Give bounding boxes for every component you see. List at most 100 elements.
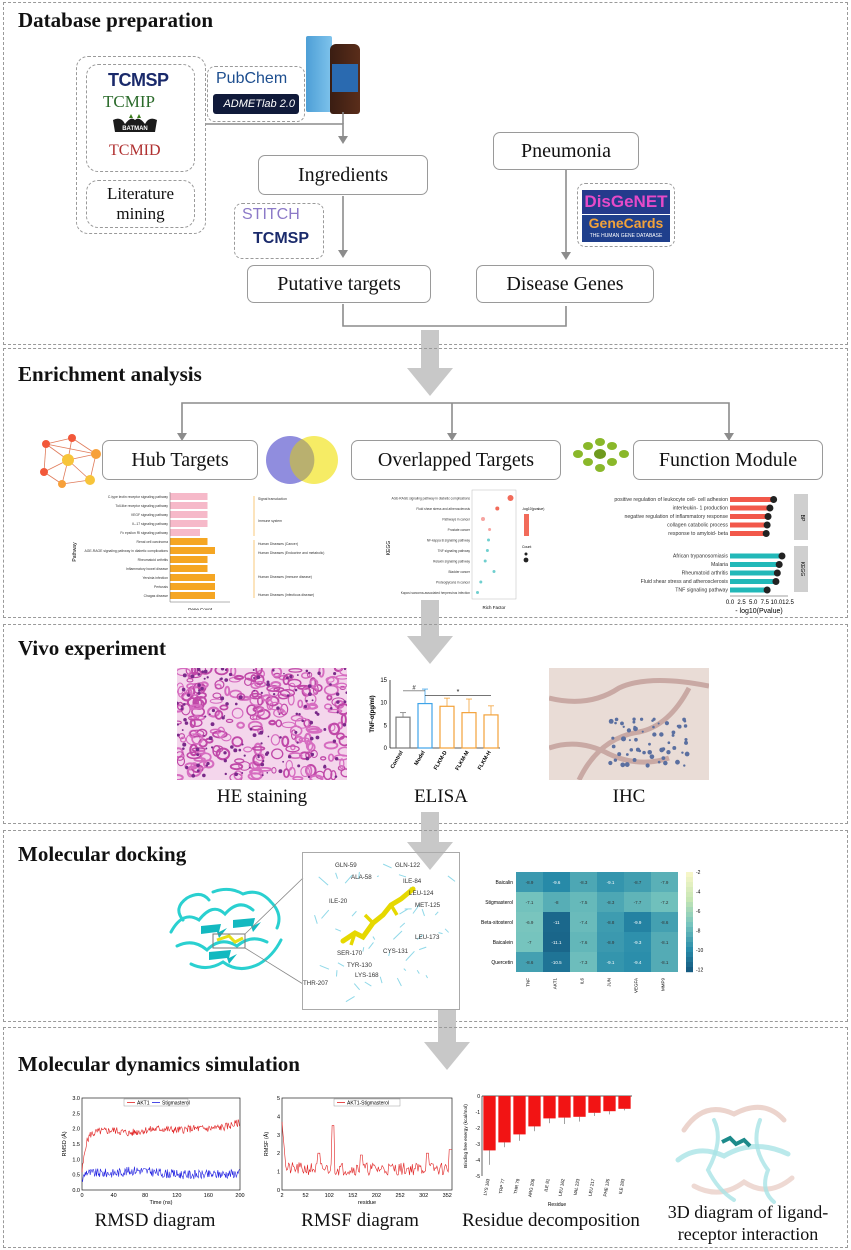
heatmap-cell [516, 872, 543, 892]
func-bar-label: negative regulation of inflammatory resp… [624, 514, 728, 520]
he-nucleus [336, 700, 340, 704]
database-group [76, 56, 206, 234]
he-nucleus [334, 757, 339, 761]
heatmap-row-label: Stigmasterol [485, 900, 513, 906]
dot-xlabel: Rich Factor [482, 605, 506, 610]
he-nucleus [329, 683, 332, 686]
stitch-group [234, 203, 324, 259]
binding-residue-stick [318, 876, 329, 886]
heatmap-legend-step [686, 967, 693, 973]
heatmap-legend-step [686, 962, 693, 968]
heatmap-value: -8.1 [661, 940, 669, 945]
he-cell [328, 722, 341, 736]
he-cell [177, 755, 186, 767]
heatmap-value: -11 [553, 920, 560, 925]
heatmap-cell [543, 912, 570, 932]
he-cell [288, 668, 303, 673]
ihc-nucleus [635, 747, 641, 752]
ihc-nucleus [684, 751, 690, 757]
he-cell [283, 768, 290, 779]
heatmap-value: -9.4 [634, 960, 642, 965]
stitch-logo: STITCH [242, 206, 300, 223]
he-cell [270, 734, 281, 746]
he-nucleus [195, 747, 200, 752]
heatmap-value: -8.3 [580, 880, 588, 885]
he-nucleus [252, 668, 255, 672]
func-bp-strip [794, 494, 808, 540]
func-bar-dot [763, 521, 771, 529]
ihc-nucleus [608, 760, 613, 766]
binding-residue-stick [319, 965, 330, 970]
binding-residue-stick [398, 874, 407, 878]
binding-residue-stick [335, 928, 342, 932]
dot-point [481, 517, 485, 521]
he-nucleus [305, 699, 308, 703]
tcmsp-logo-2: TCMSP [253, 230, 309, 247]
dot-label: Prostate cancer [448, 528, 471, 532]
func-bar [730, 562, 780, 567]
dot-legend-gradient [524, 514, 529, 536]
he-cell [320, 756, 327, 761]
binding-residue-label: ALA-58 [351, 874, 372, 881]
ihc-nucleus [648, 742, 651, 746]
he-cell [338, 735, 347, 747]
rmsf-xtick: 102 [325, 1193, 334, 1199]
decomp-ytick: 0 [477, 1094, 480, 1100]
he-cell [309, 774, 324, 780]
ihc-nucleus [677, 724, 682, 729]
heatmap-value: -9.9 [634, 920, 642, 925]
dot-point [476, 591, 479, 594]
ihc-nucleus [683, 724, 688, 728]
he-nucleus [308, 671, 311, 675]
heatmap-col-label: IL6 [580, 978, 585, 985]
ihc-nucleus [611, 736, 615, 740]
he-nucleus [221, 716, 225, 720]
func-bar-dot [763, 586, 771, 594]
binding-residue-stick [421, 908, 425, 917]
he-cell [249, 769, 262, 775]
flow-arrow-1 [407, 330, 453, 396]
he-nucleus [186, 693, 191, 697]
binding-residue-stick [362, 947, 365, 952]
he-cell [280, 703, 289, 716]
he-cell [294, 735, 304, 744]
he-nucleus [181, 729, 184, 731]
he-cell [230, 668, 237, 677]
heatmap-row-label: Quercetin [491, 960, 513, 966]
heatmap-cell [597, 932, 624, 952]
heatmap-legend-step [686, 927, 693, 933]
he-cell [236, 721, 245, 729]
he-cell [188, 672, 202, 679]
dot-label: TNF signaling pathway [438, 549, 471, 553]
heatmap-value: -8.3 [607, 900, 615, 905]
heatmap-legend-step [686, 917, 693, 923]
he-cell [255, 706, 265, 717]
rmsf-legend-label: AKT1-Stigmasterol [347, 1101, 389, 1107]
he-cell [282, 674, 290, 686]
binding-residue-label: CYS-131 [383, 948, 409, 955]
he-nucleus [225, 702, 229, 706]
he-nucleus [182, 747, 185, 750]
pubchem-group [207, 66, 305, 122]
he-nucleus [305, 756, 310, 761]
residue-decomposition-caption: Residue decomposition [462, 1210, 640, 1231]
rmsd-series-akt1 [81, 1119, 240, 1173]
he-nucleus [285, 676, 289, 680]
heatmap-col-label: JUN [607, 978, 612, 987]
ihc-nucleus [671, 730, 676, 735]
he-nucleus [238, 748, 242, 752]
he-nucleus [260, 691, 263, 694]
binding-residue-stick [412, 903, 421, 914]
heatmap-cell [543, 892, 570, 912]
heatmap-value: -7.9 [661, 880, 669, 885]
kegg-group-label: Human Diseases (Cancer) [258, 542, 298, 546]
elisa-category: FLKM-M [455, 750, 471, 772]
svg-text:BATMAN: BATMAN [122, 126, 148, 132]
he-nucleus [345, 691, 347, 694]
func-bar [730, 497, 774, 502]
rmsf-ytick: 4 [277, 1114, 280, 1120]
dot-legend-size [523, 557, 529, 563]
he-nucleus [220, 696, 225, 701]
ihc-nucleus [684, 737, 688, 742]
